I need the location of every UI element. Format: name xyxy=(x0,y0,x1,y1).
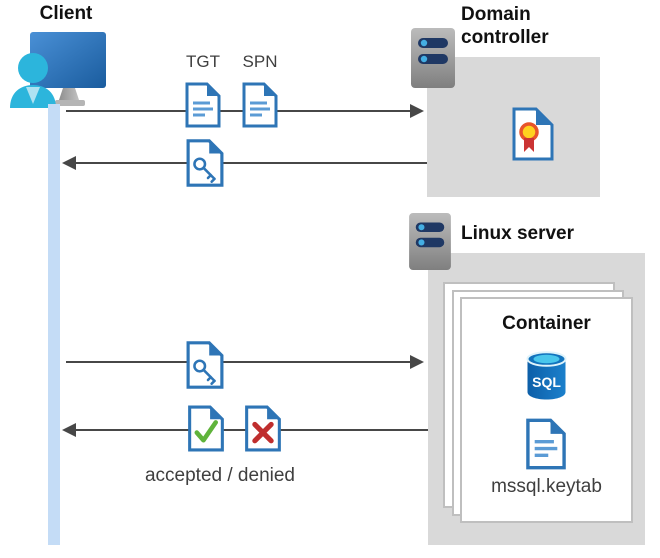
person-at-monitor-icon xyxy=(10,32,106,108)
client-label: Client xyxy=(39,3,93,24)
domain-controller-label: Domain controller xyxy=(461,4,549,48)
arrow-ticket-to-server-line xyxy=(66,361,412,363)
x-document-icon xyxy=(245,405,281,452)
certificate-document-icon xyxy=(512,107,554,161)
sql-badge-text: SQL xyxy=(532,374,561,390)
linux-server-label: Linux server xyxy=(461,223,574,244)
text-document-icon xyxy=(185,82,221,128)
arrow-right-head xyxy=(410,104,424,118)
check-document-icon xyxy=(188,405,224,452)
text-document-icon xyxy=(526,418,566,470)
container-card xyxy=(460,297,633,523)
arrow-right-head xyxy=(410,355,424,369)
sql-database-icon: SQL xyxy=(526,351,567,400)
text-document-icon xyxy=(242,82,278,128)
key-document-icon xyxy=(186,139,224,187)
tgt-label: TGT xyxy=(186,52,220,71)
arrow-tgt-spn-line xyxy=(66,110,412,112)
keytab-label: mssql.keytab xyxy=(491,476,602,497)
accepted-denied-label: accepted / denied xyxy=(144,465,295,486)
arrow-ticket-line xyxy=(75,162,427,164)
server-icon xyxy=(409,213,451,270)
arrow-left-head xyxy=(62,156,76,170)
client-lifeline xyxy=(48,104,60,545)
arrow-left-head xyxy=(62,423,76,437)
container-label: Container xyxy=(502,313,591,334)
server-icon xyxy=(411,28,455,88)
key-document-icon xyxy=(186,341,224,389)
spn-label: SPN xyxy=(242,52,278,71)
